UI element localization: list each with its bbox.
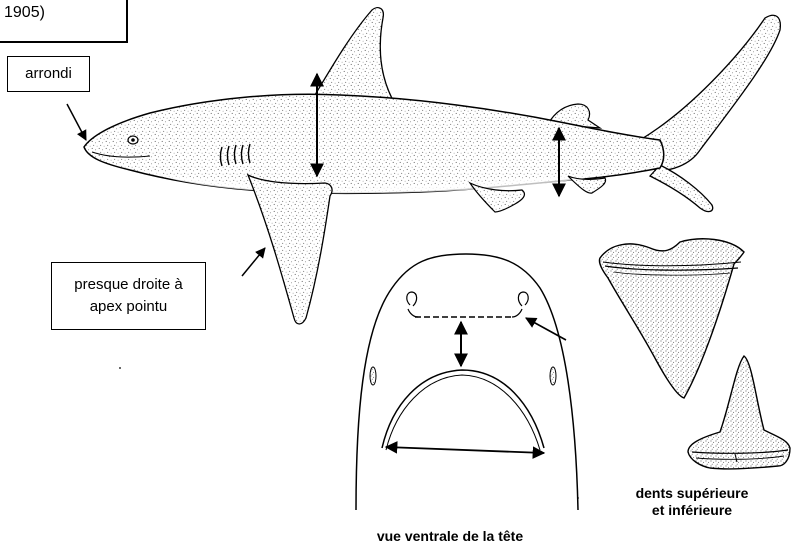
- teeth-caption-line2: et inférieure: [652, 502, 732, 519]
- ventral-view-caption: vue ventrale de la tête: [330, 528, 570, 545]
- pectoral-fin-label-line1: presque droite à: [74, 274, 182, 296]
- lower-tooth: [688, 356, 790, 469]
- mouth-width-arrow: [386, 447, 544, 453]
- pectoral-pointer: [242, 248, 265, 276]
- reference-year-box: 1905): [0, 0, 128, 43]
- reference-year-text: 1905): [4, 3, 45, 23]
- upper-tooth: [599, 239, 744, 398]
- snout-rounded-text: arrondi: [25, 65, 72, 84]
- pectoral-fin-label: presque droite à apex pointu: [51, 262, 206, 330]
- teeth-caption: dents supérieure et inférieure: [603, 485, 781, 519]
- caudal-fin-lower-lobe: [650, 165, 713, 212]
- snout-rounded-label: arrondi: [7, 56, 90, 92]
- pectoral-fin-label-line2: apex pointu: [90, 296, 168, 318]
- head-outline: [356, 254, 578, 510]
- arrondi-pointer: [67, 104, 86, 140]
- teeth-caption-line1: dents supérieure: [636, 485, 749, 502]
- pectoral-fin: [248, 175, 332, 324]
- nostril-pointer: [526, 318, 566, 340]
